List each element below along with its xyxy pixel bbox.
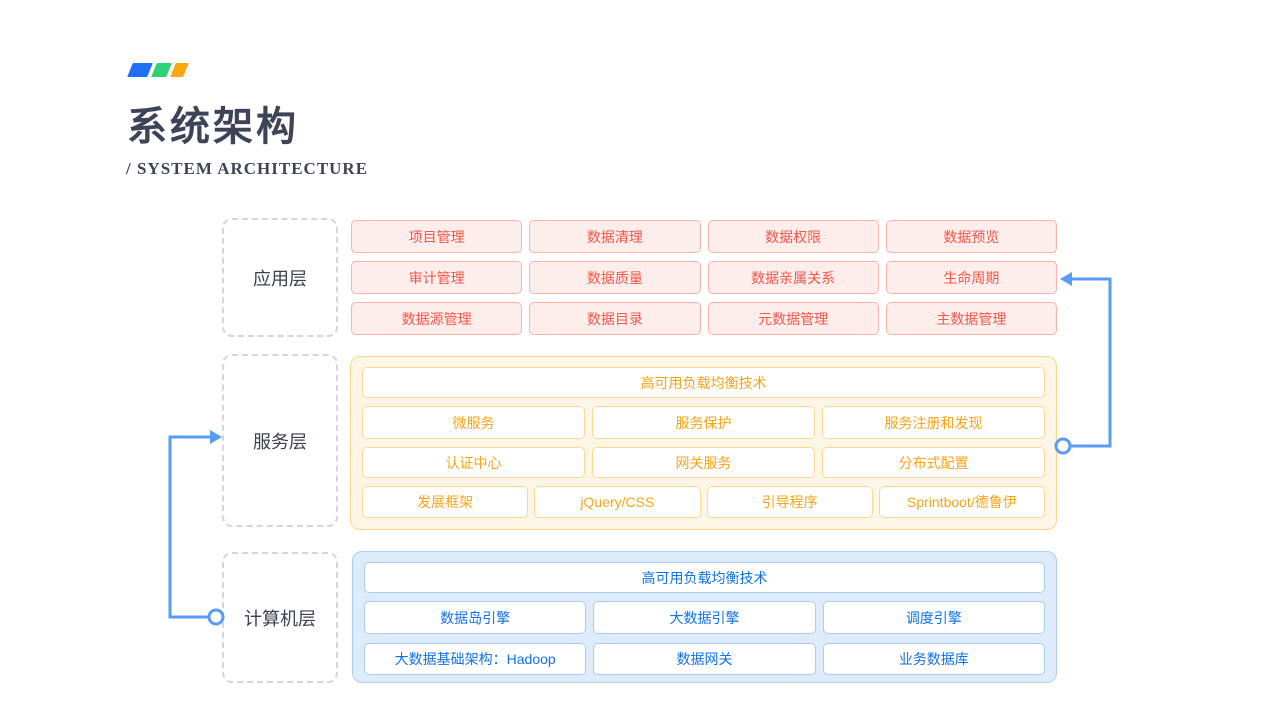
app-box-data-quality: 数据质量 bbox=[529, 261, 701, 294]
connector-right-arrowhead bbox=[1060, 272, 1072, 286]
service-box-bootstrap: 引导程序 bbox=[706, 486, 873, 518]
computer-box-scheduler-engine: 调度引擎 bbox=[822, 601, 1045, 634]
app-box-lifecycle: 生命周期 bbox=[885, 261, 1057, 294]
connector-right-circle bbox=[1054, 437, 1072, 455]
computer-layer-container: 高可用负载均衡技术 数据岛引擎 大数据引擎 调度引擎 大数据基础架构：Hadoo… bbox=[352, 551, 1057, 683]
app-box-data-preview: 数据预览 bbox=[885, 220, 1057, 253]
header-decoration bbox=[127, 63, 189, 77]
service-box-springboot-druid: Sprintboot/德鲁伊 bbox=[878, 486, 1045, 518]
computer-box-load-balancing: 高可用负载均衡技术 bbox=[364, 562, 1045, 593]
service-box-protection: 服务保护 bbox=[592, 406, 815, 439]
decor-parallelogram-orange bbox=[170, 63, 189, 77]
layer-label-service: 服务层 bbox=[222, 354, 338, 527]
service-layer-container: 高可用负载均衡技术 微服务 服务保护 服务注册和发现 认证中心 网关服务 分布式… bbox=[350, 356, 1057, 530]
computer-grid: 数据岛引擎 大数据引擎 调度引擎 大数据基础架构：Hadoop 数据网关 业务数… bbox=[364, 601, 1045, 675]
app-box-masterdata-mgmt: 主数据管理 bbox=[885, 302, 1057, 335]
application-layer-grid: 项目管理 数据清理 数据权限 数据预览 审计管理 数据质量 数据亲属关系 生命周… bbox=[351, 220, 1057, 335]
service-box-gateway: 网关服务 bbox=[592, 447, 815, 478]
service-bottom-grid: 发展框架 jQuery/CSS 引导程序 Sprintboot/德鲁伊 bbox=[362, 486, 1045, 518]
computer-box-business-db: 业务数据库 bbox=[822, 643, 1045, 675]
app-box-audit-mgmt: 审计管理 bbox=[351, 261, 523, 294]
app-box-data-lineage: 数据亲属关系 bbox=[707, 261, 879, 294]
service-mid-grid: 微服务 服务保护 服务注册和发现 认证中心 网关服务 分布式配置 bbox=[362, 406, 1045, 478]
service-box-jquery-css: jQuery/CSS bbox=[534, 486, 701, 518]
layer-label-application: 应用层 bbox=[222, 218, 338, 337]
connector-right-line bbox=[1070, 277, 1112, 448]
connector-left-circle bbox=[207, 608, 225, 626]
service-box-auth-center: 认证中心 bbox=[362, 447, 585, 478]
app-box-data-cleaning: 数据清理 bbox=[529, 220, 701, 253]
computer-box-data-gateway: 数据网关 bbox=[593, 643, 816, 675]
connector-left-arrowhead bbox=[210, 430, 222, 444]
connector-left-line bbox=[168, 435, 210, 619]
layer-label-computer: 计算机层 bbox=[222, 552, 338, 683]
app-box-metadata-mgmt: 元数据管理 bbox=[707, 302, 879, 335]
app-box-project-mgmt: 项目管理 bbox=[351, 220, 523, 253]
app-box-data-catalog: 数据目录 bbox=[529, 302, 701, 335]
decor-parallelogram-blue bbox=[127, 63, 153, 77]
service-box-dev-framework: 发展框架 bbox=[362, 486, 529, 518]
computer-box-hadoop-infra: 大数据基础架构：Hadoop bbox=[364, 643, 587, 675]
page-title: 系统架构 bbox=[127, 105, 299, 149]
service-box-load-balancing: 高可用负载均衡技术 bbox=[362, 367, 1045, 398]
service-box-register-discover: 服务注册和发现 bbox=[822, 406, 1045, 439]
service-box-microservice: 微服务 bbox=[362, 406, 585, 439]
layer-label-application-text: 应用层 bbox=[253, 268, 307, 289]
app-box-datasource-mgmt: 数据源管理 bbox=[351, 302, 523, 335]
service-box-distributed-config: 分布式配置 bbox=[822, 447, 1045, 478]
decor-parallelogram-green bbox=[151, 63, 172, 77]
computer-box-bigdata-engine: 大数据引擎 bbox=[593, 601, 816, 634]
computer-box-dataisland-engine: 数据岛引擎 bbox=[364, 601, 587, 634]
app-box-data-perms: 数据权限 bbox=[707, 220, 879, 253]
layer-label-computer-text: 计算机层 bbox=[244, 608, 316, 629]
layer-label-service-text: 服务层 bbox=[253, 431, 307, 452]
page-subtitle: / SYSTEM ARCHITECTURE bbox=[126, 159, 369, 178]
